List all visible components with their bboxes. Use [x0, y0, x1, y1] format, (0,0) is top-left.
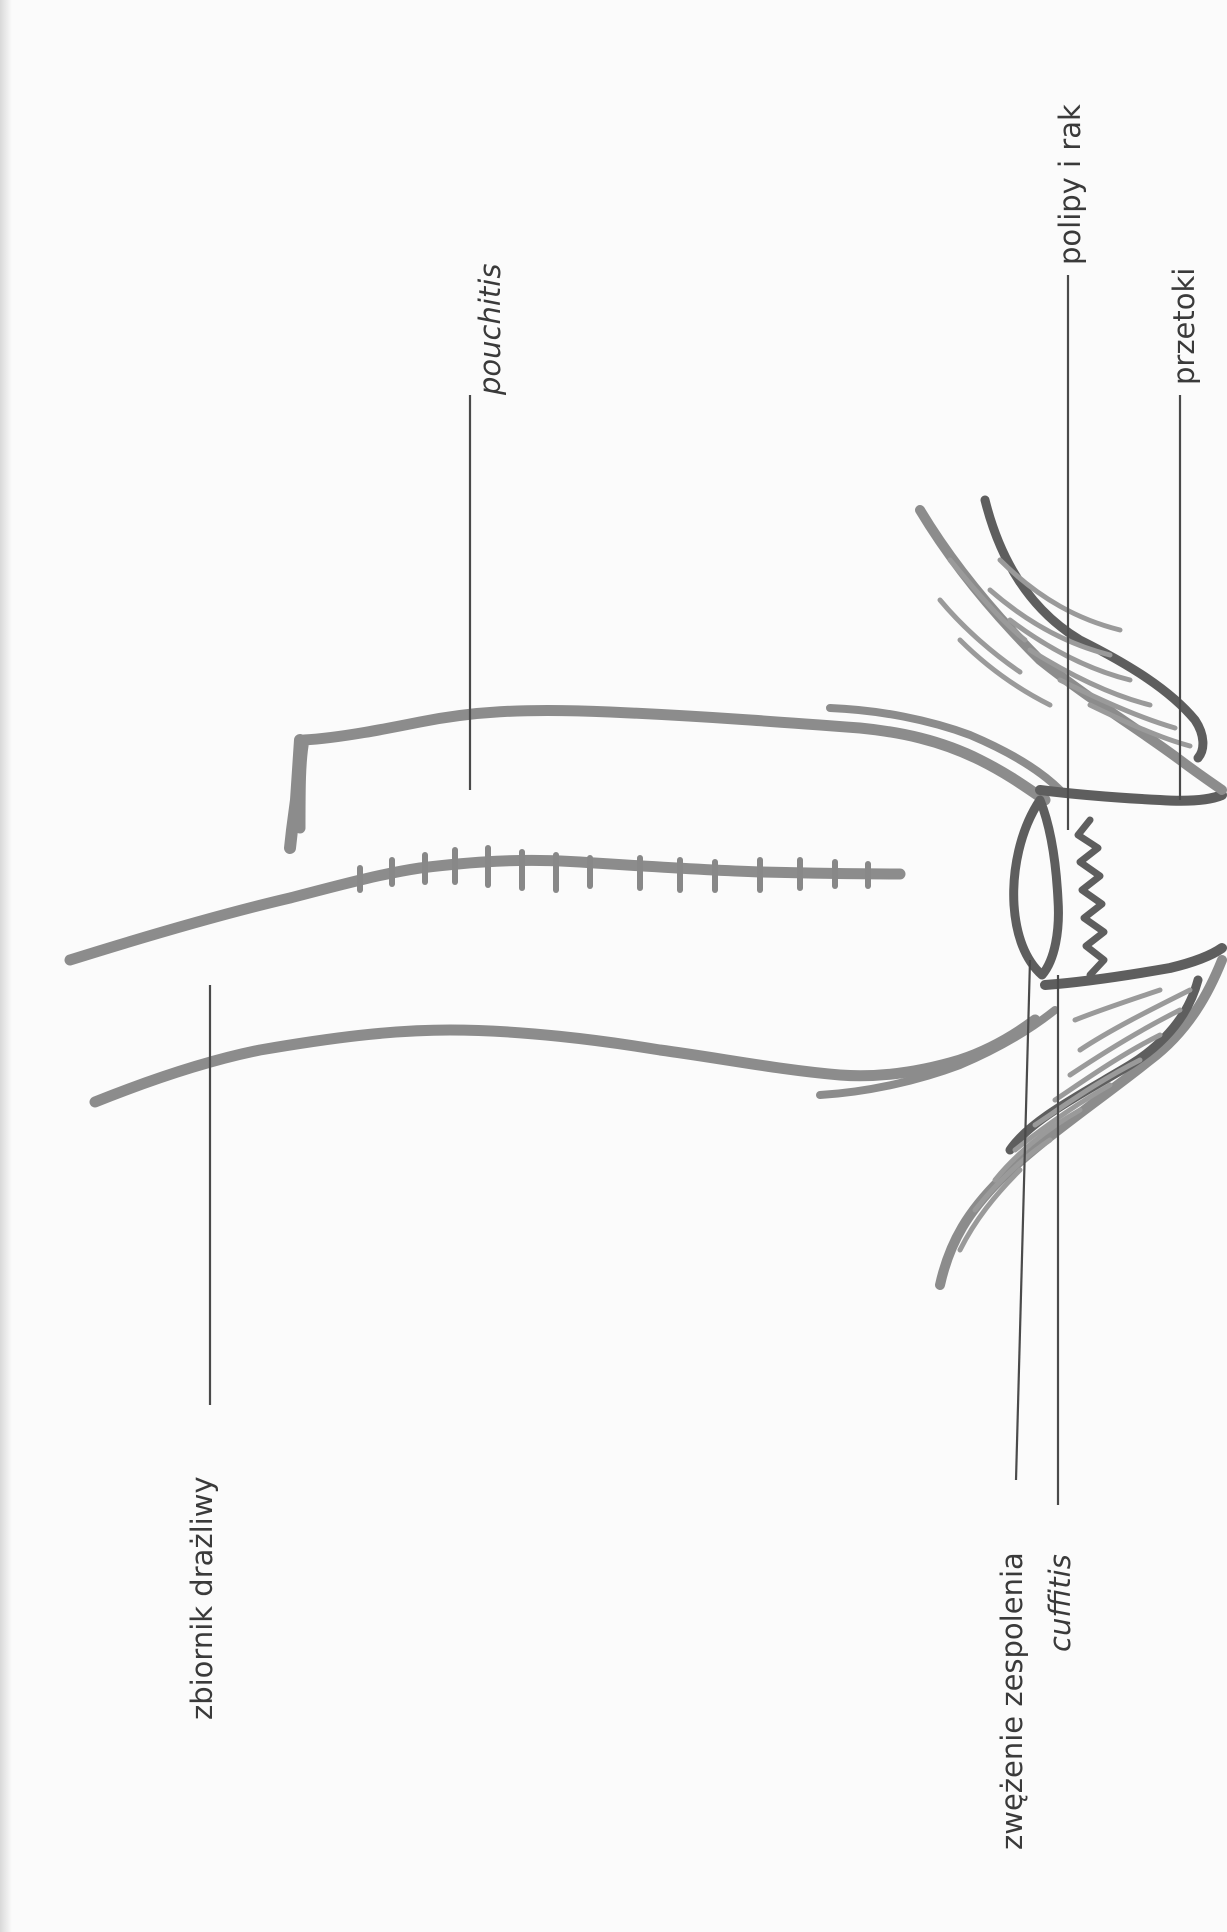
pouch-lower-wall — [95, 1020, 1035, 1102]
anal-canal-wall-bottom — [820, 1010, 1055, 1095]
label-zbiornik-drazliwy: zbiornik drażliwy — [185, 1476, 219, 1720]
label-pouchitis: pouchitis — [473, 264, 507, 396]
sphincter-upper — [920, 500, 1222, 790]
leader-lines — [210, 275, 1180, 1505]
label-zwezenie-zespolenia: zwężenie zespolenia — [995, 1552, 1029, 1850]
cuff-mucosa — [1078, 820, 1104, 975]
labels: pouchitis polipy i rak przetoki zbiornik… — [185, 104, 1201, 1850]
label-przetoki: przetoki — [1167, 268, 1201, 385]
pouch-upper-wall — [300, 710, 1045, 828]
label-polipy-i-rak: polipy i rak — [1053, 104, 1087, 265]
pouch-illustration — [70, 500, 1222, 1285]
label-cuffitis: cuffitis — [1043, 1554, 1077, 1652]
anastomosis-ring — [1014, 800, 1059, 975]
sphincter-lower — [940, 960, 1222, 1285]
